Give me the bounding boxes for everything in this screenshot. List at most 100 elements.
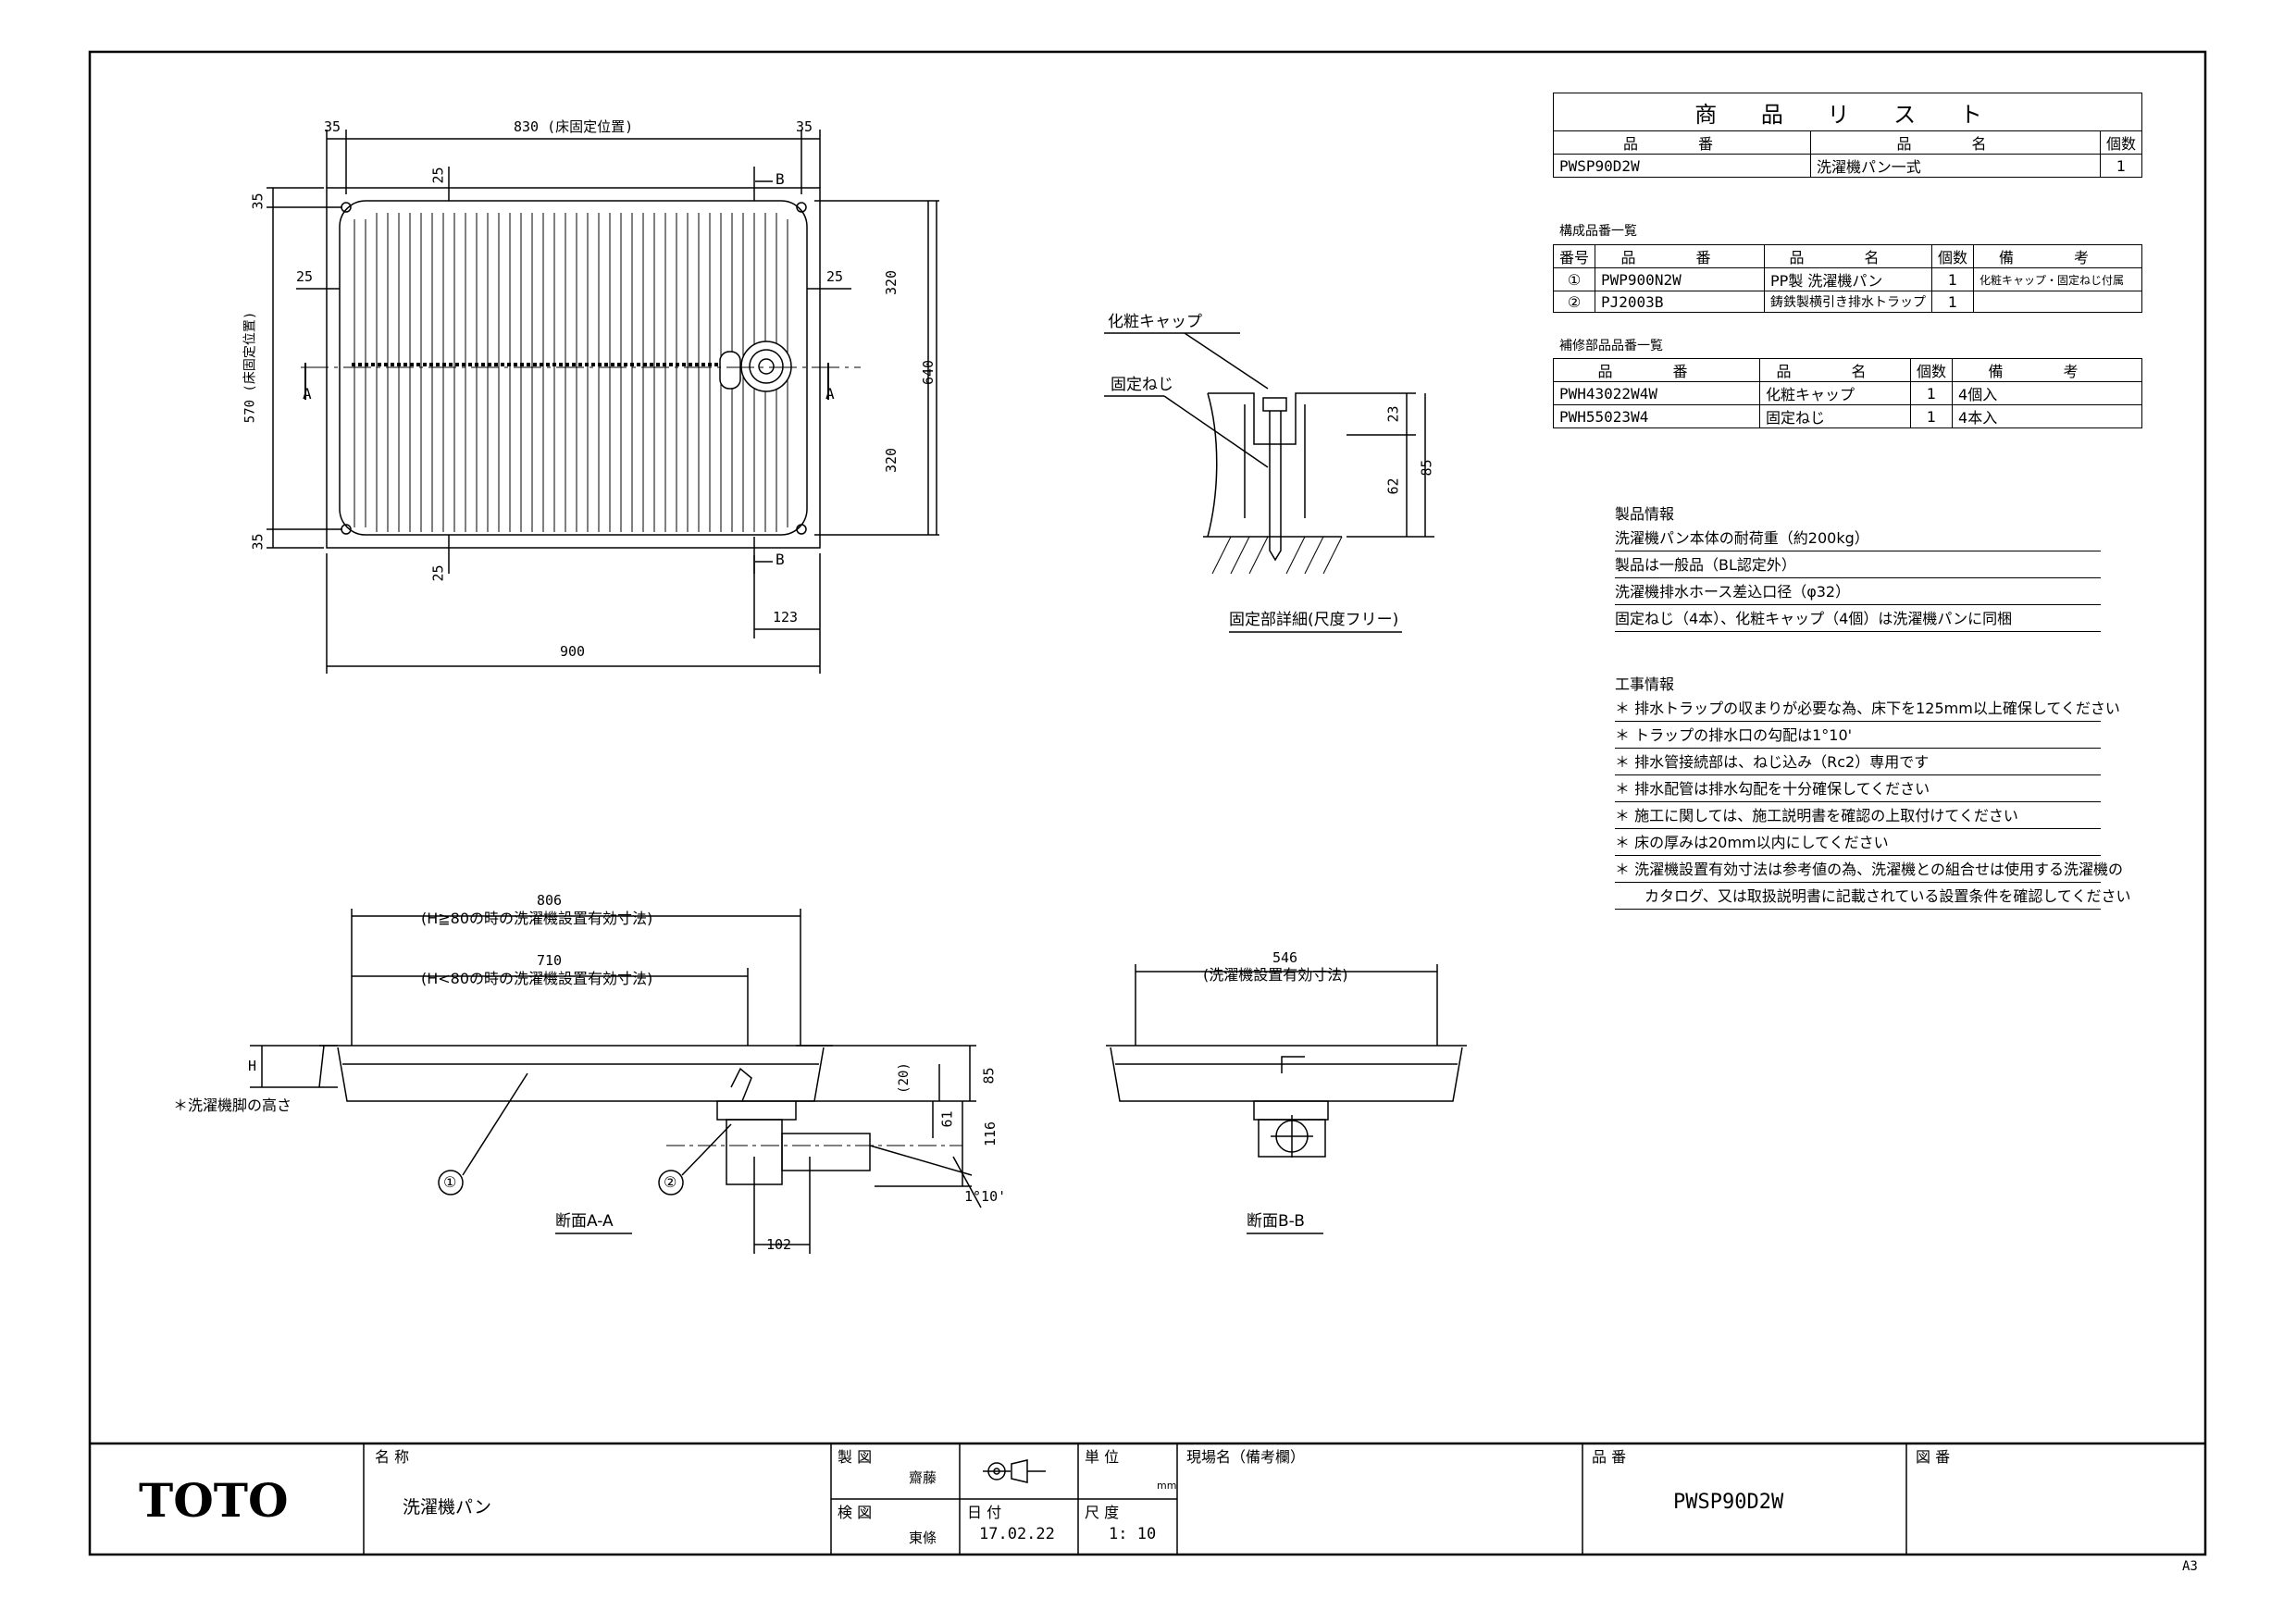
repair-header-name: 品 名 xyxy=(1759,358,1911,382)
comp-header-no: 番号 xyxy=(1552,244,1596,268)
sheet-size: A3 xyxy=(2182,1559,2198,1574)
product-qty: 1 xyxy=(2099,154,2143,178)
dim-85-section: 85 xyxy=(980,1067,998,1084)
product-name: 洗濯機パン一式 xyxy=(1809,154,2101,178)
list-item: カタログ、又は取扱説明書に記載されている設置条件を確認してください xyxy=(1615,884,2130,910)
dim-35-bottom: 35 xyxy=(249,533,267,551)
components-table: 番号 品 番 品 名 個数 備 考 ① PWP900N2W PP製 洗濯機パン … xyxy=(1552,244,2142,313)
scale-label: 尺 度 xyxy=(1085,1504,1120,1521)
list-item: ＊ 洗濯機設置有効寸法は参考値の為、洗濯機との組合せは使用する洗濯機の xyxy=(1615,857,2123,883)
section-aa-caption: 断面A-A xyxy=(555,1212,614,1231)
comp-header-note: 備 考 xyxy=(1973,244,2142,268)
section-marker-a-left: A xyxy=(303,385,312,403)
repair-header-qty: 個数 xyxy=(1909,358,1954,382)
dim-320-top: 320 xyxy=(883,269,900,296)
components-title: 構成品番一覧 xyxy=(1559,224,1637,239)
note-806: (H≧80の時の洗濯機設置有効寸法) xyxy=(421,910,653,927)
checked-label: 検 図 xyxy=(838,1504,873,1521)
dim-320-bottom: 320 xyxy=(883,447,900,474)
note-710: (H<80の時の洗濯機設置有効寸法) xyxy=(421,970,653,987)
unit-label: 単 位 xyxy=(1085,1448,1120,1466)
checked-by: 東條 xyxy=(909,1530,937,1546)
dim-116: 116 xyxy=(982,1121,999,1147)
list-item: ＊ 排水トラップの収まりが必要な為、床下を125mm以上確保してください xyxy=(1615,696,2120,722)
part-2-marker: ② xyxy=(664,1173,677,1191)
list-item: 固定ねじ（4本）、化粧キャップ（4個）は洗濯機パンに同梱 xyxy=(1615,606,2101,632)
construction-info-title: 工事情報 xyxy=(1615,675,1675,693)
detail-caption: 固定部詳細(尺度フリー) xyxy=(1229,611,1399,629)
list-item: ＊ トラップの排水口の勾配は1°10' xyxy=(1615,723,2101,749)
list-item: ＊ 排水管接続部は、ねじ込み（Rc2）専用です xyxy=(1615,750,2101,775)
list-item: 製品は一般品（BL認定外） xyxy=(1615,552,2101,578)
h-note: ＊洗濯機脚の高さ xyxy=(173,1096,292,1114)
dim-830: 830 (床固定位置) xyxy=(514,118,634,135)
dim-123: 123 xyxy=(773,609,799,626)
table-row: PWH55023W4 固定ねじ 1 4本入 xyxy=(1553,404,2142,428)
product-code: PWSP90D2W xyxy=(1553,154,1811,178)
product-info-title: 製品情報 xyxy=(1615,505,1675,523)
code-value: PWSP90D2W xyxy=(1673,1491,1784,1514)
dim-20: (20) xyxy=(896,1062,912,1094)
slope-label: 1°10' xyxy=(964,1188,1007,1205)
list-item: ＊ 床の厚みは20mm以内にしてください xyxy=(1615,830,2101,856)
dim-25-bottom: 25 xyxy=(429,564,447,582)
dim-35-right: 35 xyxy=(796,118,813,135)
header-name: 品 名 xyxy=(1809,130,2101,155)
dim-62: 62 xyxy=(1384,477,1402,495)
header-qty: 個数 xyxy=(2099,130,2143,155)
dim-85-detail: 85 xyxy=(1418,459,1435,477)
section-bb-caption: 断面B-B xyxy=(1247,1212,1305,1231)
name-value: 洗濯機パン xyxy=(403,1497,491,1518)
h-label: H xyxy=(248,1058,257,1074)
site-label: 現場名（備考欄） xyxy=(1186,1448,1306,1466)
dim-640: 640 xyxy=(920,359,937,386)
drawing-no-label: 図 番 xyxy=(1916,1448,1951,1466)
dim-710: 710 xyxy=(537,952,563,969)
dim-806: 806 xyxy=(537,892,563,909)
dim-570: 570 (床固定位置) xyxy=(242,311,258,424)
screw-label: 固定ねじ xyxy=(1111,376,1173,394)
drawn-by: 齋藤 xyxy=(909,1469,937,1486)
scale-value: 1: 10 xyxy=(1109,1525,1157,1543)
table-row: ① PWP900N2W PP製 洗濯機パン 1 化粧キャップ・固定ねじ付属 xyxy=(1552,267,2142,291)
table-row: PWH43022W4W 化粧キャップ 1 4個入 xyxy=(1553,381,2142,405)
comp-header-code: 品 番 xyxy=(1595,244,1766,268)
toto-logo: TOTO xyxy=(139,1473,289,1528)
list-item: 洗濯機排水ホース差込口径（φ32） xyxy=(1615,579,2101,605)
unit-value: mm xyxy=(1157,1480,1177,1492)
cap-label: 化粧キャップ xyxy=(1108,313,1202,331)
product-list-table: 商 品 リ ス ト 品 番 品 名 個数 PWSP90D2W 洗濯機パン一式 1 xyxy=(1553,93,2143,178)
repair-header-note: 備 考 xyxy=(1952,358,2142,382)
repair-parts-title: 補修部品品番一覧 xyxy=(1559,339,1663,353)
dim-25-top: 25 xyxy=(429,167,447,184)
date-value: 17.02.22 xyxy=(979,1525,1055,1543)
date-label: 日 付 xyxy=(967,1504,1002,1521)
comp-header-qty: 個数 xyxy=(1931,244,1975,268)
note-546: (洗濯機設置有効寸法) xyxy=(1203,966,1348,984)
repair-header-code: 品 番 xyxy=(1553,358,1760,382)
list-item: 洗濯機パン本体の耐荷重（約200kg） xyxy=(1615,526,2101,551)
name-label: 名 称 xyxy=(375,1448,410,1466)
dim-102: 102 xyxy=(766,1236,792,1253)
dim-546: 546 xyxy=(1272,949,1298,966)
header-code: 品 番 xyxy=(1553,130,1811,155)
dim-25-right: 25 xyxy=(826,268,844,285)
dim-23: 23 xyxy=(1384,405,1402,423)
section-marker-a-right: A xyxy=(825,385,835,403)
dim-35-top: 35 xyxy=(249,192,267,210)
section-marker-b-top: B xyxy=(776,170,785,188)
list-item: ＊ 排水配管は排水勾配を十分確保してください xyxy=(1615,776,2101,802)
comp-header-name: 品 名 xyxy=(1764,244,1933,268)
repair-parts-table: 品 番 品 名 個数 備 考 PWH43022W4W 化粧キャップ 1 4個入 … xyxy=(1553,358,2142,428)
code-label: 品 番 xyxy=(1592,1448,1627,1466)
dim-25-left: 25 xyxy=(296,268,314,285)
dim-35-left: 35 xyxy=(324,118,341,135)
table-row: ② PJ2003B 鋳鉄製横引き排水トラップ 1 xyxy=(1552,291,2142,313)
dim-900: 900 xyxy=(560,643,586,660)
part-1-marker: ① xyxy=(443,1173,457,1191)
section-marker-b-bottom: B xyxy=(776,551,785,568)
list-item: ＊ 施工に関しては、施工説明書を確認の上取付けてください xyxy=(1615,803,2101,829)
drawn-label: 製 図 xyxy=(838,1448,873,1466)
